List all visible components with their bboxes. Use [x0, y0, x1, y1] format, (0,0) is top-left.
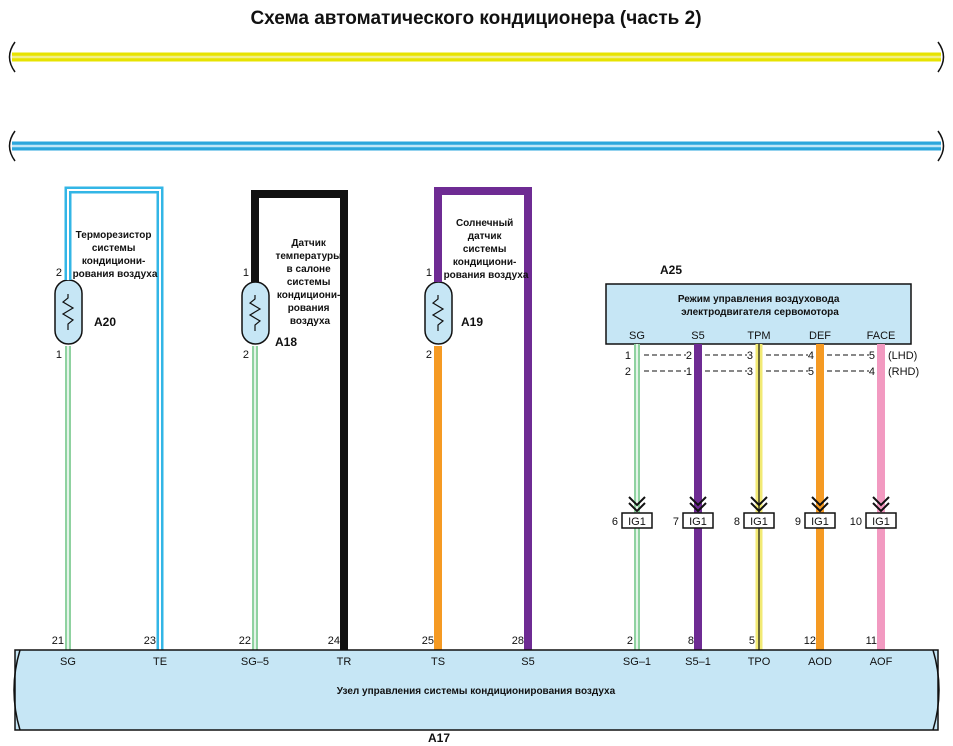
- break-mark-right: [932, 649, 940, 731]
- a25-title: Режим управления воздуховода электродвиг…: [678, 294, 842, 318]
- a18-pin-bottom: 2: [243, 349, 249, 361]
- svg-text:IG1: IG1: [750, 516, 768, 528]
- a17-pin: 28: [512, 635, 524, 647]
- ig1-connector: IG1 10: [850, 512, 897, 529]
- sensor-symbol: [424, 281, 453, 345]
- a18-pin-top: 1: [243, 267, 249, 279]
- a17-terminal: TS: [431, 656, 445, 668]
- svg-text:6: 6: [612, 516, 618, 528]
- a17-pin: 23: [144, 635, 156, 647]
- a17-pin: 22: [239, 635, 251, 647]
- a17-title: Узел управления системы кондиционировани…: [337, 686, 616, 697]
- a19-circuit: [424, 187, 532, 650]
- a17-pin: 8: [688, 635, 694, 647]
- a19-pin-bottom: 2: [426, 349, 432, 361]
- a17-terminals: SG TE SG–5 TR TS S5 SG–1 S5–1 TPO AOD AO…: [60, 656, 893, 668]
- lhd-pin: 5: [869, 350, 875, 362]
- a18-ref: A18: [275, 335, 297, 349]
- ig1-connector: IG1 6: [612, 512, 653, 529]
- break-mark-left: [13, 649, 21, 731]
- pin-assignment-rows: [644, 354, 869, 372]
- a25-ref: A25: [660, 263, 682, 277]
- a25-terminals: SG S5 TPM DEF FACE: [629, 330, 895, 342]
- a20-description: Терморезистор системы кондициони- ровани…: [73, 230, 158, 280]
- a17-pin: 25: [422, 635, 434, 647]
- thermistor-symbol: [241, 281, 270, 345]
- a17-pin: 24: [328, 635, 340, 647]
- rhd-pins: 2 1 3 5 4 (RHD): [625, 366, 919, 378]
- a17-terminal: SG: [60, 656, 76, 668]
- a19-ref: A19: [461, 315, 483, 329]
- a17-pin: 21: [52, 635, 64, 647]
- a17-terminal: AOF: [870, 656, 893, 668]
- a17-pin: 2: [627, 635, 633, 647]
- lhd-pin: 1: [625, 350, 631, 362]
- a18-circuit: [241, 190, 348, 650]
- a17-box: [14, 649, 939, 731]
- yellow-bus: [8, 41, 945, 73]
- blue-bus: [8, 130, 945, 162]
- a17-terminal: TR: [337, 656, 352, 668]
- diagram-title: Схема автоматического кондиционера (част…: [250, 8, 701, 29]
- rhd-label: (RHD): [888, 366, 919, 378]
- a25-terminal: TPM: [747, 330, 770, 342]
- a20-ref: A20: [94, 315, 116, 329]
- svg-text:IG1: IG1: [628, 516, 646, 528]
- rhd-pin: 3: [747, 366, 753, 378]
- a19-description: Солнечный датчик системы кондициони- ров…: [444, 218, 529, 281]
- connector-chevrons: [628, 496, 890, 513]
- a17-terminal: SG–5: [241, 656, 269, 668]
- a19-pin-top: 1: [426, 267, 432, 279]
- lhd-pins: 1 2 3 4 5 (LHD): [625, 350, 917, 362]
- rhd-pin: 4: [869, 366, 875, 378]
- svg-text:IG1: IG1: [811, 516, 829, 528]
- break-mark-right: [937, 130, 945, 162]
- a25-terminal: S5: [691, 330, 704, 342]
- a17-ref: A17: [428, 731, 450, 745]
- a20-circuit: [54, 186, 164, 650]
- svg-text:8: 8: [734, 516, 740, 528]
- rhd-pin: 2: [625, 366, 631, 378]
- rhd-pin: 5: [808, 366, 814, 378]
- lhd-label: (LHD): [888, 350, 917, 362]
- svg-text:10: 10: [850, 516, 862, 528]
- a25-terminal: SG: [629, 330, 645, 342]
- a18-description: Датчик температуры в салоне системы конд…: [275, 238, 344, 327]
- a20-pin-bottom: 1: [56, 349, 62, 361]
- break-mark-right: [937, 41, 945, 73]
- a20-pin-top: 2: [56, 267, 62, 279]
- break-mark-left: [8, 130, 16, 162]
- a25-terminal: DEF: [809, 330, 831, 342]
- lhd-pin: 2: [686, 350, 692, 362]
- a17-pins: 21 23 22 24 25 28 2 8 5 12 11: [52, 635, 877, 647]
- lhd-pin: 4: [808, 350, 814, 362]
- break-mark-left: [8, 41, 16, 73]
- a17-terminal: SG–1: [623, 656, 651, 668]
- a17-pin: 11: [866, 635, 877, 647]
- a17-terminal: S5: [521, 656, 534, 668]
- svg-text:IG1: IG1: [872, 516, 890, 528]
- svg-text:7: 7: [673, 516, 679, 528]
- a25-box: [605, 283, 912, 345]
- a17-pin: 5: [749, 635, 755, 647]
- a17-terminal: TPO: [748, 656, 771, 668]
- svg-text:9: 9: [795, 516, 801, 528]
- thermistor-symbol: [54, 279, 83, 345]
- ig1-connector: IG1 9: [795, 512, 836, 529]
- lhd-pin: 3: [747, 350, 753, 362]
- a17-terminal: TE: [153, 656, 167, 668]
- a17-pin: 12: [804, 635, 816, 647]
- a25-wires: [634, 344, 885, 650]
- a25-terminal: FACE: [867, 330, 896, 342]
- a17-terminal: S5–1: [685, 656, 711, 668]
- ig1-connector: IG1 7: [673, 512, 714, 529]
- a17-terminal: AOD: [808, 656, 832, 668]
- ig1-connector: IG1 8: [734, 512, 775, 529]
- rhd-pin: 1: [686, 366, 692, 378]
- svg-text:IG1: IG1: [689, 516, 707, 528]
